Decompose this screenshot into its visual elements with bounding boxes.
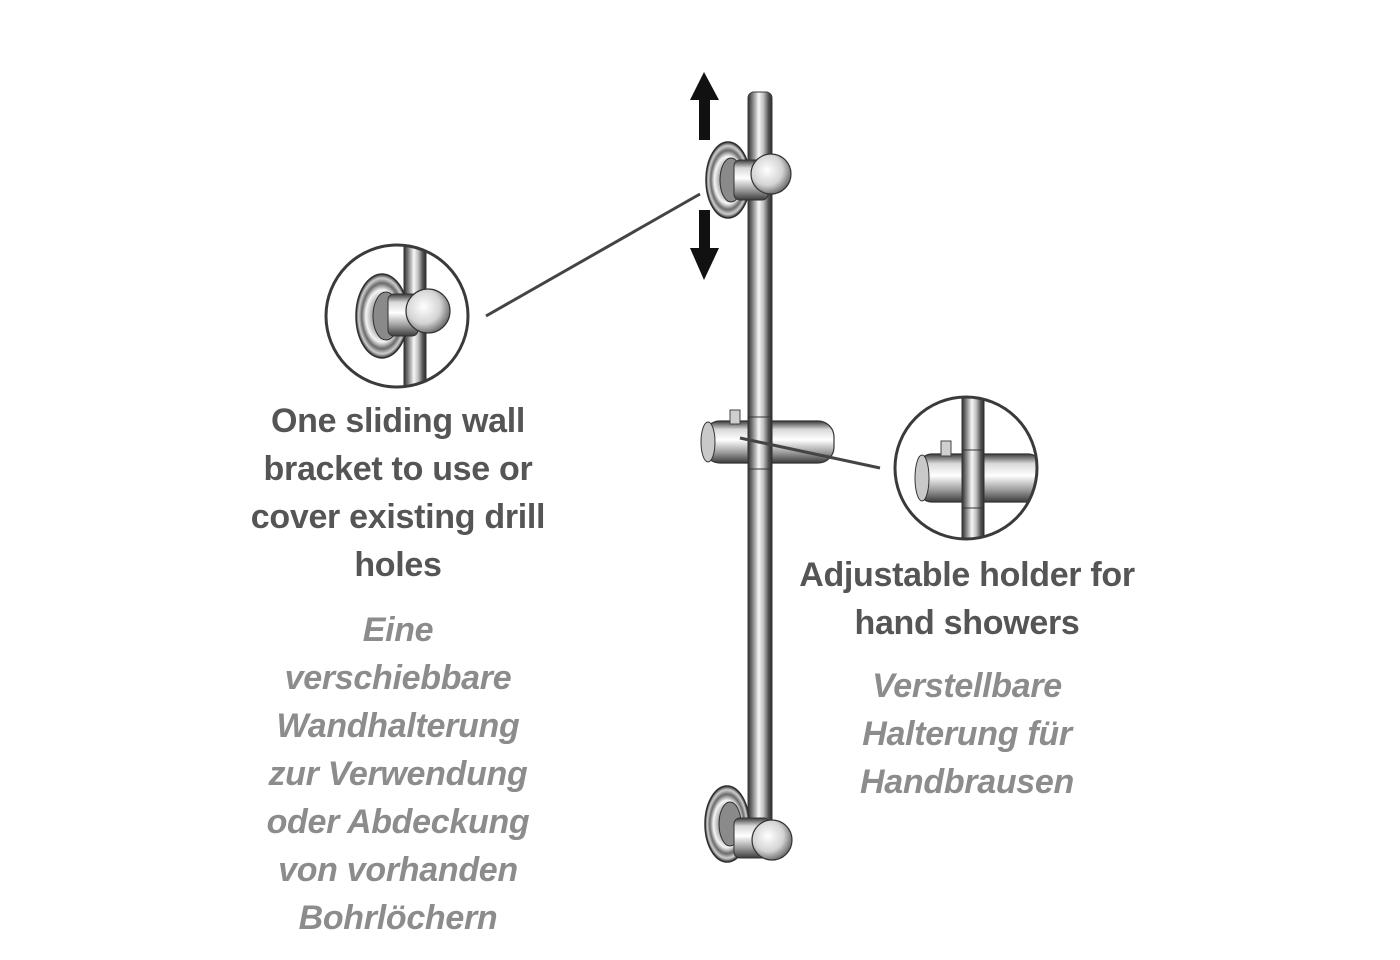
bracket-caption-german-line: oder Abdeckung [266,803,530,841]
holder-caption-german-line: Halterung für [862,715,1072,753]
holder-caption-german-line: Handbrausen [860,763,1074,801]
holder-caption-english-line: Adjustable holder for [799,556,1135,594]
bracket-caption-german-line: von vorhanden [278,851,518,889]
bracket-caption-german-line: Wandhalterung [276,707,520,745]
bracket-caption-english-line: One sliding wall [270,402,526,440]
bracket-caption-german-line: verschiebbare [284,659,512,697]
holder-caption-german: Verstellbare Halterung für Handbrausen [757,662,1177,806]
bracket-caption-english-line: cover existing drill [250,498,546,536]
bracket-caption-german-line: Eine [362,611,434,649]
bracket-zoom-circle [324,243,470,389]
sliding-wall-bracket [705,141,792,219]
bracket-callout-line [485,192,701,318]
holder-callout-line [739,436,881,470]
up-arrow-icon [690,72,719,140]
bracket-caption-english: One sliding wall bracket to use or cover… [198,397,598,589]
bracket-caption-english-line: bracket to use or [263,450,533,488]
hand-shower-holder [700,409,835,470]
bracket-caption-english-line: holes [354,546,442,584]
holder-caption-english-line: hand showers [854,604,1080,642]
bracket-caption-german: Eine verschiebbare Wandhalterung zur Ver… [198,606,598,942]
bracket-caption-german-line: zur Verwendung [268,755,528,793]
bracket-caption-german-line: Bohrlöchern [298,899,498,937]
bottom-wall-bracket [704,785,793,863]
down-arrow-icon [690,210,719,280]
holder-caption-german-line: Verstellbare [872,667,1062,705]
holder-zoom-circle [893,395,1039,541]
holder-caption-english: Adjustable holder for hand showers [757,551,1177,647]
